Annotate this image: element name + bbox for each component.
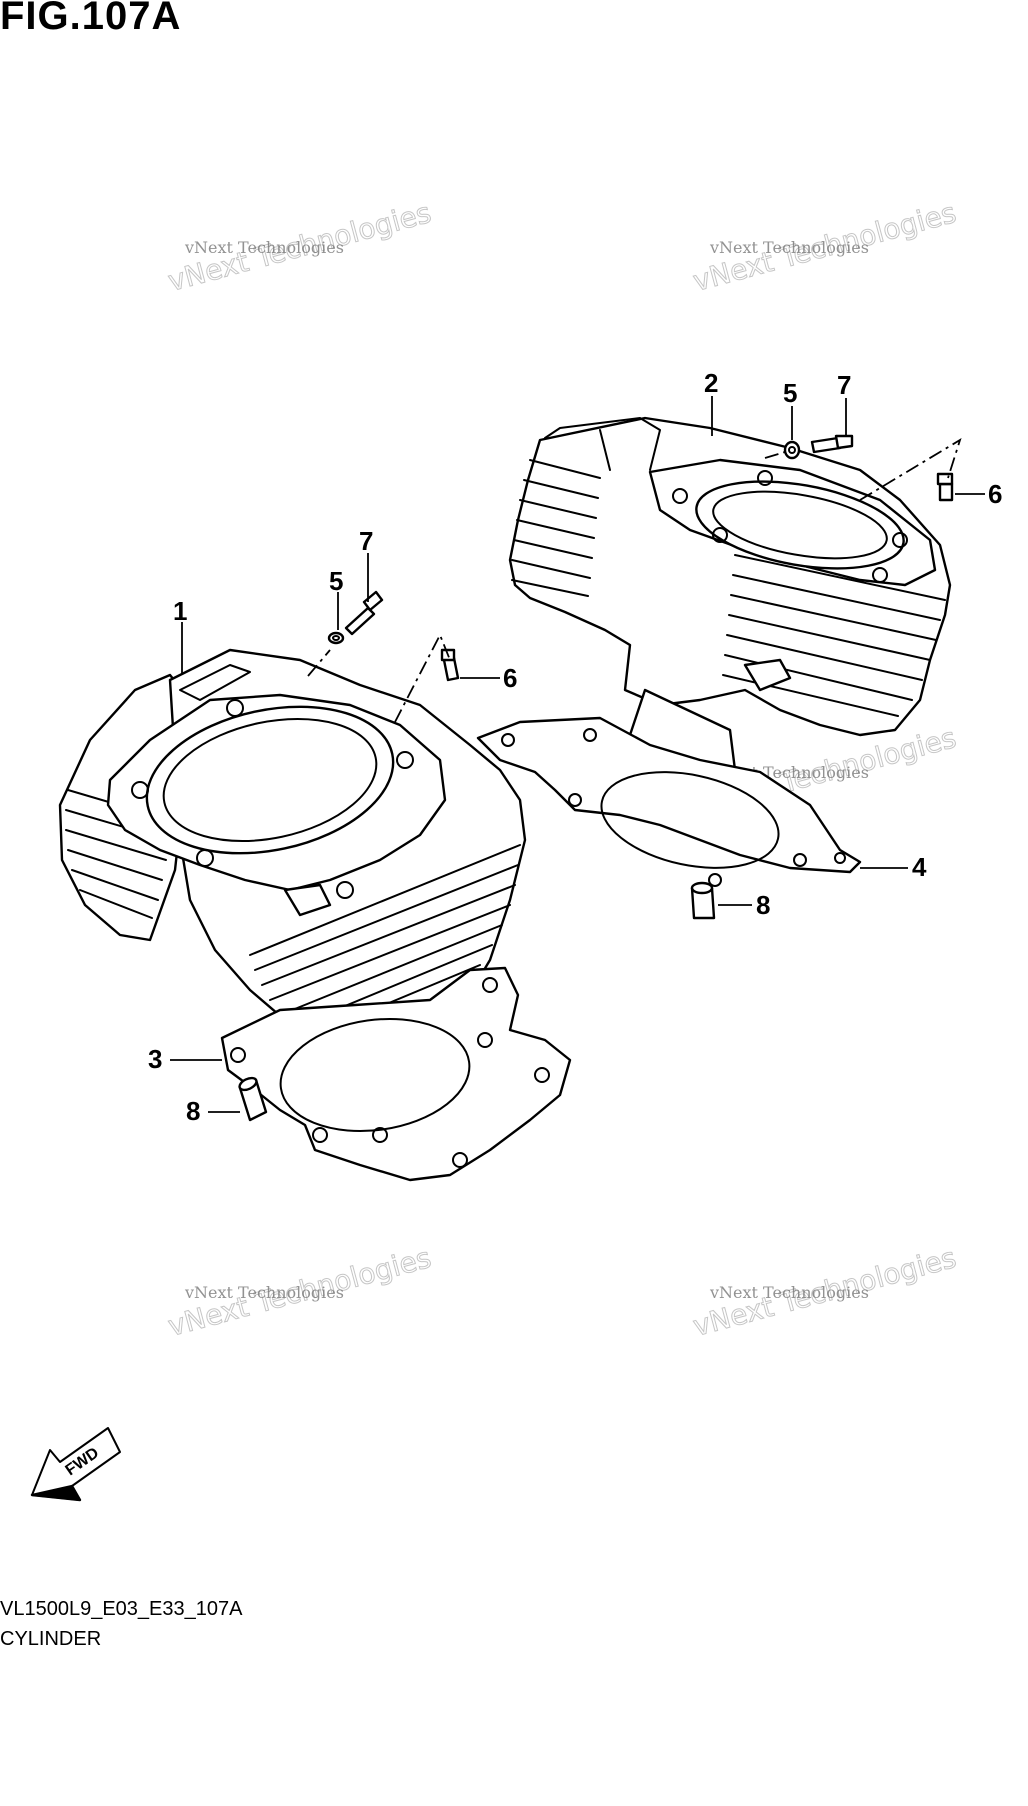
watermark-bottom-left: vNext Technologies vNext Technologies <box>164 1241 435 1344</box>
callout-5-front: 5 <box>329 566 343 596</box>
washer-front-part-5[interactable] <box>327 631 345 645</box>
fwd-arrow-icon: FWD <box>30 1427 121 1502</box>
callout-5-rear: 5 <box>783 378 797 408</box>
stud-rear-part-7[interactable] <box>810 434 854 454</box>
rear-gasket-part-4[interactable] <box>476 716 862 887</box>
callout-2: 2 <box>704 368 718 398</box>
watermark-text: vNext Technologies <box>709 238 869 257</box>
fitting-rear-part-6[interactable] <box>936 472 954 502</box>
callout-6-front: 6 <box>503 663 517 693</box>
watermark-bottom-right: vNext Technologies vNext Technologies <box>689 1241 960 1344</box>
watermark-top-left: vNext Technologies vNext Technologies <box>164 196 435 299</box>
leader-lines <box>170 396 985 1113</box>
callout-7-front: 7 <box>359 526 373 556</box>
callout-8-front: 8 <box>186 1096 200 1126</box>
watermark-top-right: vNext Technologies vNext Technologies <box>689 196 960 299</box>
figure-title: FIG.107A <box>0 0 182 38</box>
callout-labels: 1 2 3 4 5 5 6 6 7 7 8 8 <box>148 368 1002 1126</box>
watermark-text: vNext Technologies <box>709 1283 869 1302</box>
watermark-text: vNext Technologies <box>184 238 344 257</box>
washer-rear-part-5[interactable] <box>783 440 801 460</box>
rear-cylinder-part-2[interactable] <box>508 416 952 782</box>
front-cylinder-part-1[interactable] <box>58 648 527 1090</box>
callout-4: 4 <box>912 852 927 882</box>
dowel-pin-front-part-8[interactable] <box>238 1076 268 1122</box>
stud-front-part-7[interactable] <box>344 590 384 636</box>
front-gasket-part-3[interactable] <box>220 966 572 1182</box>
dowel-pin-rear-part-8[interactable] <box>690 881 716 920</box>
callout-3: 3 <box>148 1044 162 1074</box>
callout-7-rear: 7 <box>837 370 851 400</box>
callout-6-rear: 6 <box>988 479 1002 509</box>
watermark-text: vNext Technologies <box>184 1283 344 1302</box>
model-code-caption: VL1500L9_E03_E33_107A <box>0 1598 243 1620</box>
fitting-front-part-6[interactable] <box>440 648 460 682</box>
callout-1: 1 <box>173 596 187 626</box>
callout-8-rear: 8 <box>756 890 770 920</box>
description-caption: CYLINDER <box>0 1628 102 1650</box>
